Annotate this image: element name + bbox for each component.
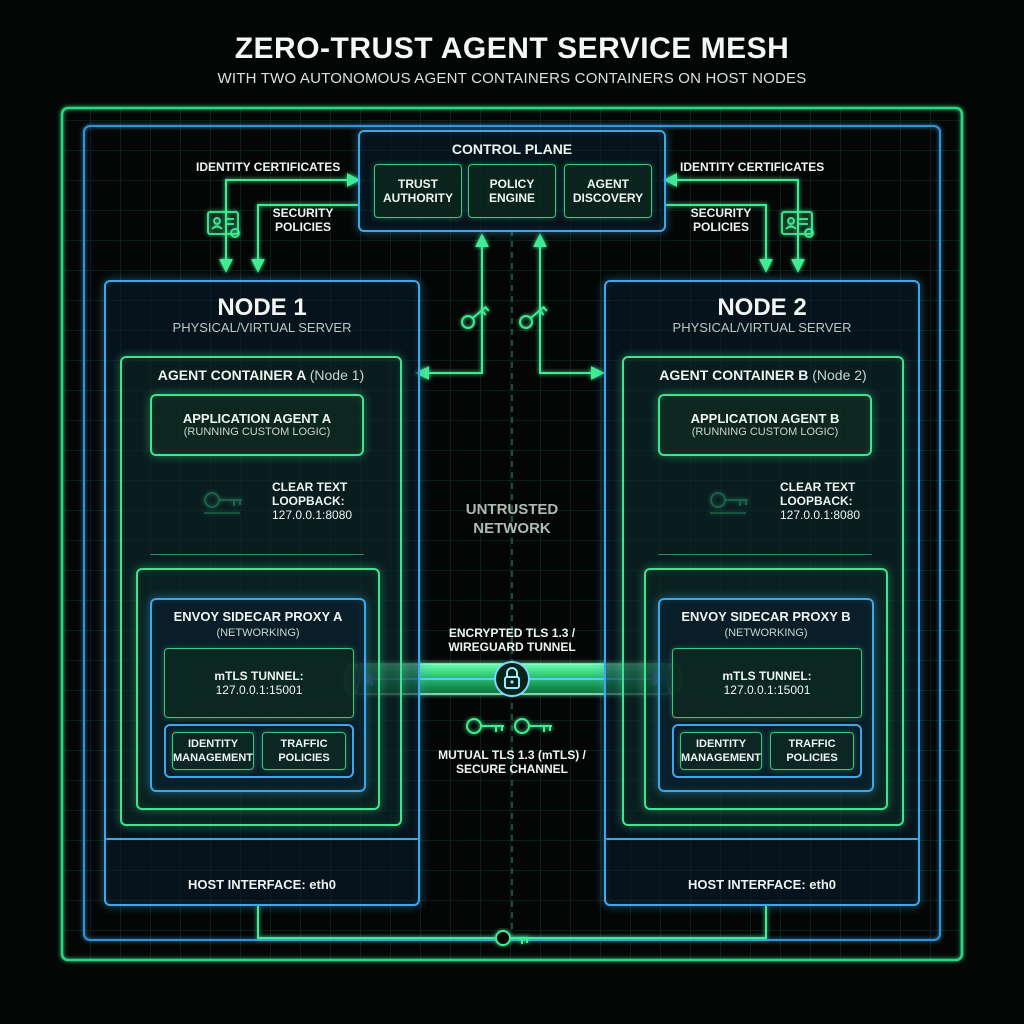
control-plane-title: CONTROL PLANE: [451, 141, 573, 157]
proxy-b-subtitle: (NETWORKING): [724, 627, 808, 639]
node-1-subtitle: PHYSICAL/VIRTUAL SERVER: [172, 320, 352, 335]
proxy-b-title: ENVOY SIDECAR PROXY B: [681, 609, 851, 624]
mutual-tls-label: MUTUAL TLS 1.3 (mTLS) / SECURE CHANNEL: [438, 748, 586, 776]
container-b-divider: [658, 554, 872, 555]
certificate-icon: [781, 211, 814, 238]
identity-cert-arrow-left: [219, 173, 361, 273]
encrypted-tunnel-label: ENCRYPTED TLS 1.3 / WIREGUARD TUNNEL: [448, 626, 576, 654]
node-1-host-divider: [106, 838, 418, 840]
loopback-label-a: CLEAR TEXT LOOPBACK: 127.0.0.1:8080: [272, 480, 353, 522]
control-to-container-b: [533, 233, 605, 380]
traffic-policies-b: TRAFFIC POLICIES: [770, 732, 854, 770]
proxy-a-subtitle: (NETWORKING): [216, 627, 300, 639]
padlock-icon: [494, 661, 530, 697]
identity-management-b: IDENTITY MANAGEMENT: [680, 732, 762, 770]
node-2: NODE 2 PHYSICAL/VIRTUAL SERVER HOST INTE…: [604, 280, 920, 906]
certificate-icon: [207, 211, 240, 238]
node-1: NODE 1 PHYSICAL/VIRTUAL SERVER HOST INTE…: [104, 280, 420, 906]
identity-management-a: IDENTITY MANAGEMENT: [172, 732, 254, 770]
key-icon: [514, 718, 552, 734]
trust-authority-module: TRUST AUTHORITY: [374, 164, 462, 218]
identity-certificates-label-left: IDENTITY CERTIFICATES: [196, 160, 341, 174]
key-icon: [466, 718, 504, 734]
page-subtitle: WITH TWO AUTONOMOUS AGENT CONTAINERS CON…: [217, 70, 807, 87]
untrusted-network-label: UNTRUSTED NETWORK: [465, 501, 559, 537]
policy-engine-module: POLICY ENGINE: [468, 164, 556, 218]
agent-container-a-title: AGENT CONTAINER A (Node 1): [157, 367, 365, 383]
node-1-host-interface: HOST INTERFACE: eth0: [187, 877, 337, 892]
security-policies-label-left: SECURITY POLICIES: [272, 206, 334, 234]
node-2-title: NODE 2: [717, 294, 807, 321]
mtls-tunnel-b: mTLS TUNNEL: 127.0.0.1:15001: [672, 648, 862, 718]
node-2-host-interface: HOST INTERFACE: eth0: [687, 877, 837, 892]
node-2-subtitle: PHYSICAL/VIRTUAL SERVER: [672, 320, 852, 335]
security-policies-label-right: SECURITY POLICIES: [690, 206, 752, 234]
control-plane: CONTROL PLANE TRUST AUTHORITY POLICY ENG…: [358, 130, 666, 232]
traffic-policies-a: TRAFFIC POLICIES: [262, 732, 346, 770]
identity-certificates-label-right: IDENTITY CERTIFICATES: [680, 160, 825, 174]
key-icon: [519, 305, 548, 329]
key-icon: [495, 930, 529, 946]
proxy-a-modules: IDENTITY MANAGEMENT TRAFFIC POLICIES: [164, 724, 354, 778]
envoy-sidecar-proxy-b: ENVOY SIDECAR PROXY B (NETWORKING) mTLS …: [658, 598, 874, 792]
application-agent-b: APPLICATION AGENT B (RUNNING CUSTOM LOGI…: [658, 394, 872, 456]
envoy-sidecar-proxy-a: ENVOY SIDECAR PROXY A (NETWORKING) mTLS …: [150, 598, 366, 792]
page-title: ZERO-TRUST AGENT SERVICE MESH: [234, 32, 790, 65]
node-1-title: NODE 1: [217, 294, 307, 321]
agent-discovery-module: AGENT DISCOVERY: [564, 164, 652, 218]
application-agent-a: APPLICATION AGENT A (RUNNING CUSTOM LOGI…: [150, 394, 364, 456]
node-2-host-divider: [606, 838, 918, 840]
outer-frame-blue: [83, 125, 941, 941]
container-a-divider: [150, 554, 364, 555]
security-policy-arrow-right: [666, 204, 773, 273]
identity-cert-arrow-right: [663, 173, 805, 273]
control-to-container-a: [415, 233, 489, 380]
security-policy-arrow-left: [251, 204, 358, 273]
mtls-tunnel-a: mTLS TUNNEL: 127.0.0.1:15001: [164, 648, 354, 718]
outer-frame-green: [60, 106, 964, 962]
proxy-a-title: ENVOY SIDECAR PROXY A: [173, 609, 343, 624]
key-icon: [461, 305, 490, 329]
agent-container-b-title: AGENT CONTAINER B (Node 2): [659, 367, 867, 383]
proxy-b-modules: IDENTITY MANAGEMENT TRAFFIC POLICIES: [672, 724, 862, 778]
loopback-label-b: CLEAR TEXT LOOPBACK: 127.0.0.1:8080: [780, 480, 861, 522]
